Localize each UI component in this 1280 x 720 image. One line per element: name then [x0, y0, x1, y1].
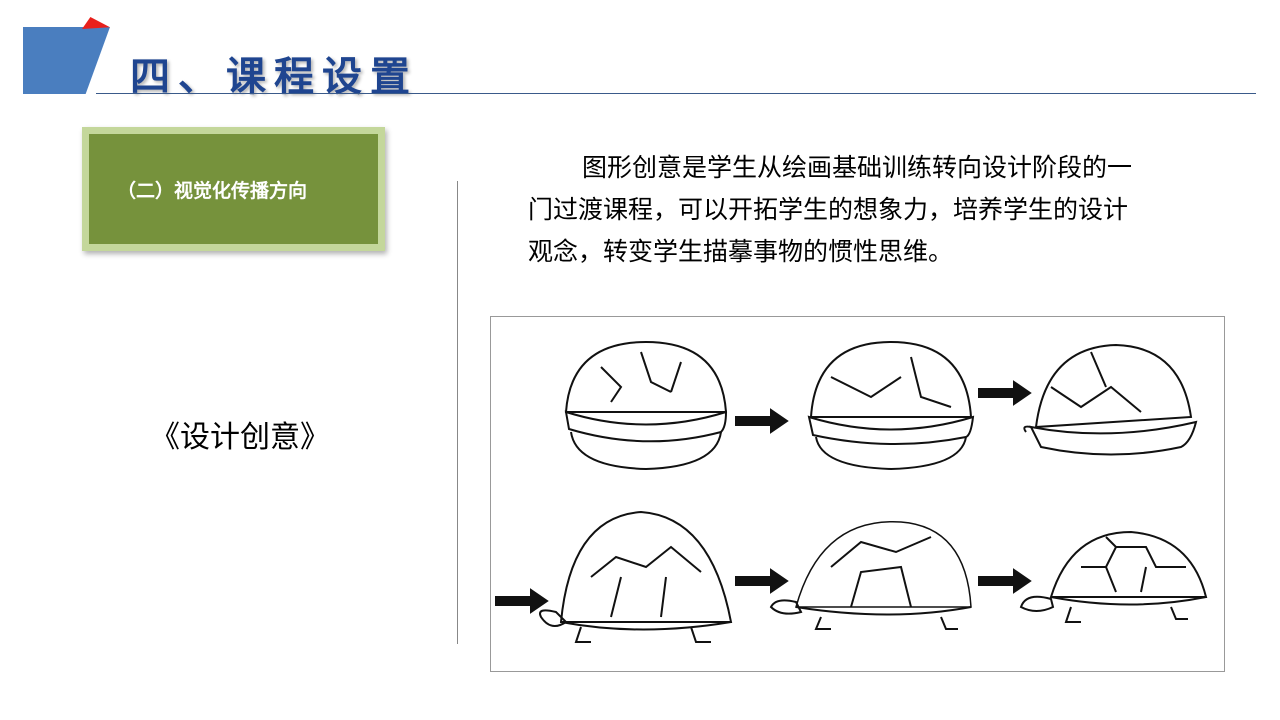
walnut-drawing-1	[564, 340, 728, 471]
header-decoration-corner	[82, 17, 110, 29]
walnut-drawing-2	[807, 340, 975, 471]
section-label-box: （二）视觉化传播方向	[82, 127, 385, 251]
arrow-icon	[735, 408, 789, 434]
turtle-shell-drawing-1	[1023, 343, 1198, 456]
course-name: 《设计创意》	[150, 420, 330, 455]
turtle-drawing-1	[539, 510, 733, 643]
section-label: （二）视觉化传播方向	[117, 179, 308, 202]
walnut-to-turtle-illustration	[490, 316, 1225, 672]
title-divider	[96, 93, 1256, 94]
turtle-drawing-2	[769, 521, 972, 630]
arrow-icon	[978, 380, 1032, 406]
vertical-divider	[457, 181, 458, 644]
arrow-icon	[735, 568, 789, 594]
header-decoration-block	[23, 27, 110, 94]
arrow-icon	[495, 588, 549, 614]
course-description: 图形创意是学生从绘画基础训练转向设计阶段的一门过渡课程，可以开拓学生的想象力，培…	[528, 153, 1133, 266]
arrow-icon	[978, 568, 1032, 594]
page-title: 四、课程设置	[130, 53, 418, 100]
turtle-drawing-3	[1019, 530, 1208, 623]
